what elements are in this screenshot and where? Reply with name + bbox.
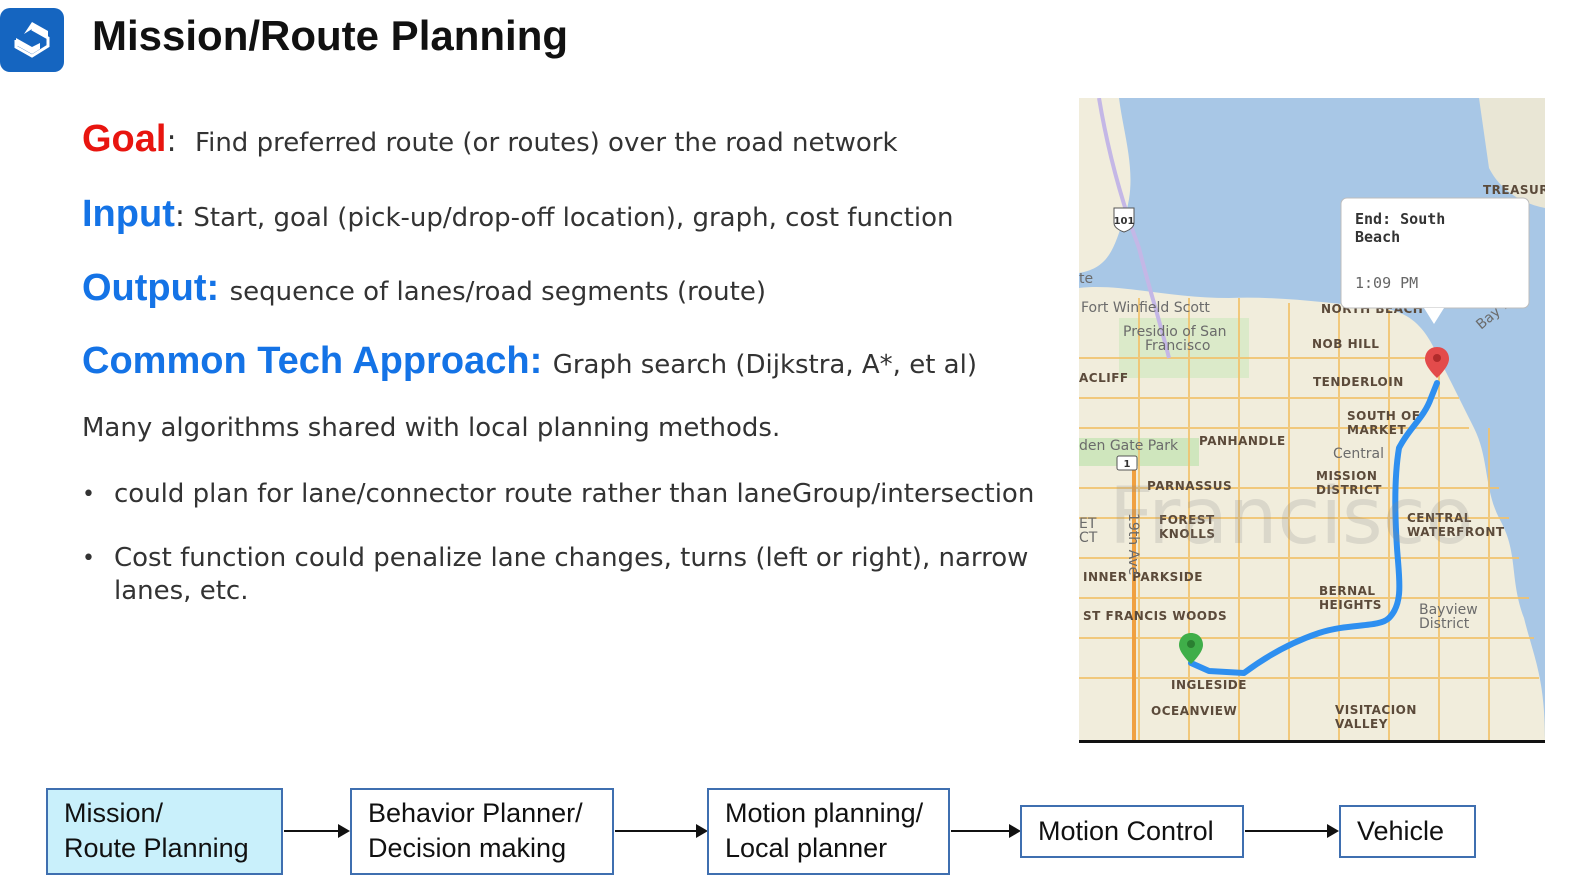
input-text: Start, goal (pick-up/drop-off location),… (193, 203, 954, 233)
approach-key: Common Tech Approach: (82, 340, 543, 382)
map-label-inner-parkside: INNER PARKSIDE (1083, 570, 1203, 584)
flow-step-label: Vehicle (1357, 816, 1445, 846)
flow-step-label: Motion planning/Local planner (725, 798, 924, 863)
bullet-item: could plan for lane/connector route rath… (82, 478, 1042, 511)
map-presidio (1119, 318, 1249, 378)
output-row: Output: sequence of lanes/road segments … (82, 267, 766, 310)
flow-step-motion-control: Motion Control (1020, 805, 1244, 858)
end-pin-icon[interactable] (1425, 347, 1449, 378)
map-highway-101 (1097, 98, 1171, 359)
map-land-island (1479, 98, 1545, 208)
goal-sep: : (166, 124, 177, 159)
flow-arrow (951, 824, 1021, 838)
approach-row: Common Tech Approach: Graph search (Dijk… (82, 340, 977, 383)
hwy-1-shield-icon: 1 (1116, 455, 1138, 471)
flow-arrow (1245, 824, 1339, 838)
input-sep: : (174, 199, 185, 234)
company-logo (0, 8, 64, 72)
hwy-101-shield-icon: 101 (1113, 207, 1135, 233)
map-watermark: Francisco (1109, 472, 1473, 562)
flow-step-mission: Mission/Route Planning (46, 788, 283, 875)
flow-step-label: Motion Control (1038, 816, 1214, 846)
map-label-te: te (1079, 271, 1093, 287)
flow-step-vehicle: Vehicle (1339, 805, 1476, 858)
note-text: Many algorithms shared with local planni… (82, 413, 781, 443)
route-map[interactable]: 101 1 te Fort Winfield Scott Presidio of… (1079, 98, 1545, 743)
flow-step-behavior: Behavior Planner/Decision making (350, 788, 614, 875)
bullet-list: could plan for lane/connector route rath… (82, 478, 1042, 639)
approach-text: Graph search (Dijkstra, A*, et al) (552, 350, 977, 380)
map-label-acliff: ACLIFF (1079, 371, 1129, 385)
map-label-st-francis: ST FRANCIS WOODS (1083, 609, 1227, 623)
svg-text:101: 101 (1114, 216, 1135, 227)
input-row: Input: Start, goal (pick-up/drop-off loc… (82, 193, 954, 236)
map-label-parnassus: PARNASSUS (1147, 479, 1232, 493)
map-road-grid (1079, 298, 1539, 740)
logo-icon (14, 22, 50, 58)
output-key: Output: (82, 267, 220, 309)
map-label-ingleside: INGLESIDE (1171, 678, 1247, 692)
map-label-oceanview: OCEANVIEW (1151, 704, 1237, 718)
input-key: Input (82, 193, 175, 235)
start-pin-icon[interactable] (1179, 633, 1203, 664)
svg-text:1: 1 (1124, 459, 1131, 470)
output-text: sequence of lanes/road segments (route) (229, 277, 766, 307)
map-route-line (1188, 380, 1440, 676)
flow-step-label: Behavior Planner/Decision making (368, 798, 583, 863)
page-title: Mission/Route Planning (92, 12, 569, 59)
flow-step-label: Mission/Route Planning (64, 798, 249, 863)
flow-arrow (615, 824, 708, 838)
map-label-panhandle: PANHANDLE (1199, 434, 1286, 448)
goal-key: Goal (82, 118, 167, 160)
goal-row: Goal: Find preferred route (or routes) o… (82, 118, 898, 161)
map-label-treasure: TREASUR (1483, 183, 1545, 197)
flow-arrow (284, 824, 350, 838)
bullet-item: Cost function could penalize lane change… (82, 542, 1042, 608)
map-label-nob-hill: NOB HILL (1312, 337, 1379, 351)
map-label-gate-park: den Gate Park (1079, 438, 1179, 454)
map-label-19th-ave: 19th Ave (1125, 513, 1141, 575)
map-label-central: Central (1333, 446, 1384, 462)
map-canvas: 101 1 te Fort Winfield Scott Presidio of… (1079, 98, 1545, 740)
map-label-fort: Fort Winfield Scott (1081, 300, 1210, 316)
flow-step-motion-planning: Motion planning/Local planner (707, 788, 950, 875)
map-label-tenderloin: TENDERLOIN (1313, 375, 1404, 389)
tooltip-time: 1:09 PM (1355, 274, 1418, 292)
goal-text: Find preferred route (or routes) over th… (195, 128, 898, 158)
